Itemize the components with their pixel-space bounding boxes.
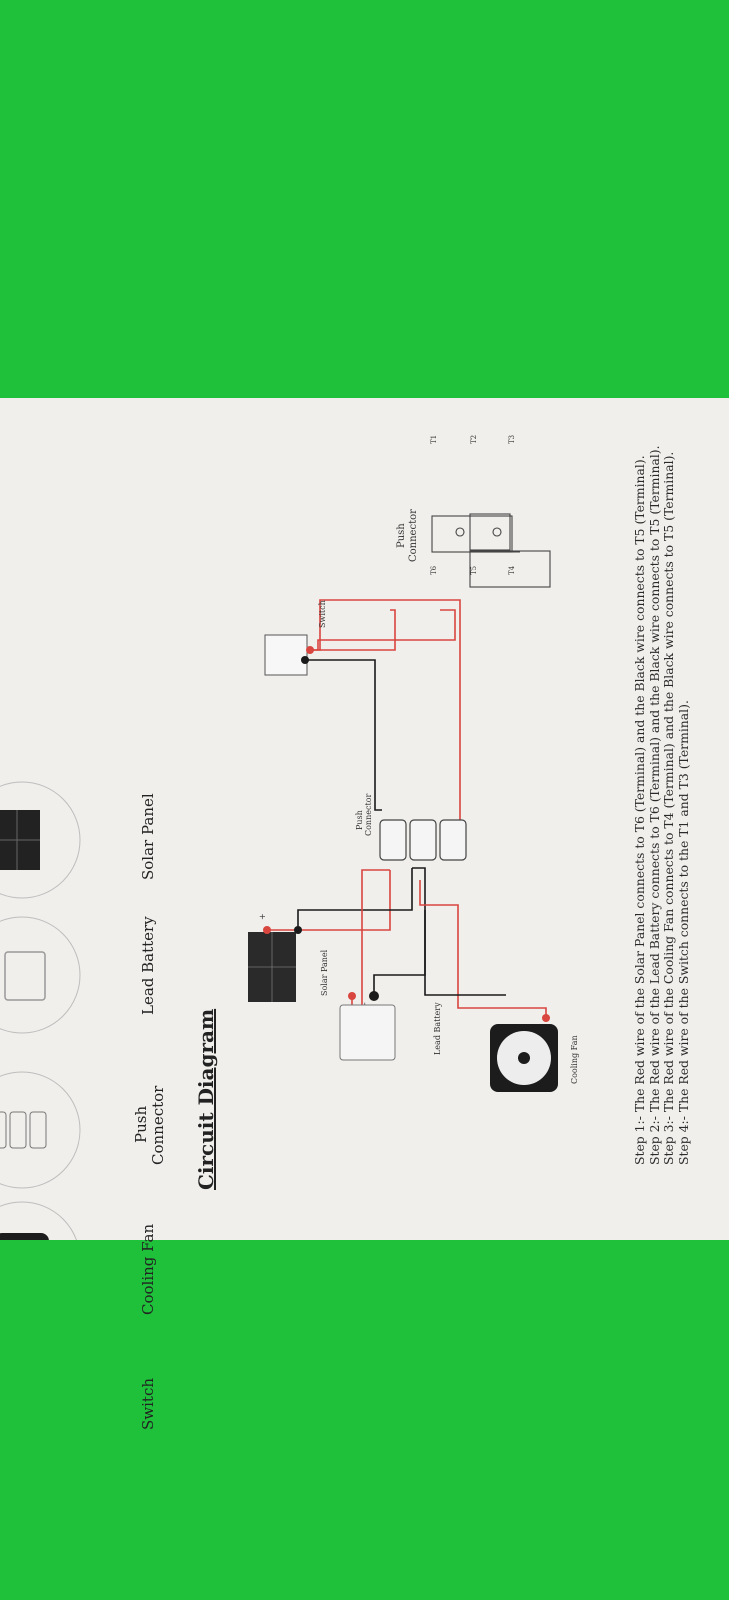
diagram-minus-label: - [360,1002,369,1005]
terminal-t3-label: T3 [508,434,516,444]
diagram-push-connector-line2: Connector [364,793,373,836]
terminal-t2-label: T2 [470,434,478,444]
push-connector-icon [379,819,467,861]
cooling-fan-icon [490,1014,558,1092]
cooling-fan-circle [0,1201,81,1240]
diagram-push-connector-line1: Push [355,810,364,830]
step-1: Step 1:- The Red wire of the Solar Panel… [632,455,647,1165]
step-2: Step 2:- The Red wire of the Lead Batter… [646,445,662,1165]
push-connector-label-line2: Connector [149,1085,167,1165]
solar-panel-icon [248,926,302,1002]
cooling-fan-thumb-icon [0,1233,49,1240]
lead-battery-circle [0,916,81,1034]
terminal-t1-label: T1 [430,434,438,444]
diagram-solar-panel-label: Solar Panel [320,949,329,996]
wiring-steps: Step 1:- The Red wire of the Solar Panel… [632,445,691,1165]
detail-push-connector-line1: Push [396,523,407,548]
diagram-lead-battery-label: Lead Battery [433,1002,442,1055]
switch-label: Switch [139,1377,157,1430]
diagram-plus-label: + [258,913,267,920]
solar-panel-thumb-icon [0,810,40,870]
push-connector-detail-icon [431,513,551,588]
lead-battery-icon [339,991,396,1061]
terminal-t5-label: T5 [470,565,478,575]
detail-push-connector-line2: Connector [408,509,419,562]
diagram-title: Circuit Diagram [194,1008,218,1190]
lead-battery-label: Lead Battery [139,916,157,1015]
step-4: Step 4:- The Red wire of the Switch conn… [675,700,691,1165]
lead-battery-thumb-icon [4,951,46,1001]
instruction-sheet [0,398,729,1240]
push-connector-thumb-icon [0,1111,47,1149]
push-connector-label-line1: Push [132,1105,150,1143]
switch-icon [264,634,314,676]
diagram-cooling-fan-label: Cooling Fan [570,1035,579,1084]
cooling-fan-label: Cooling Fan [139,1223,157,1315]
diagram-switch-label: Switch [318,600,327,628]
terminal-t6-label: T6 [430,565,438,575]
solar-panel-label: Solar Panel [139,793,157,880]
solar-panel-circle [0,781,81,899]
circuit-diagram-graphics [0,513,558,1240]
sheet-content: Solar Panel Lead Battery Push Connector … [0,398,729,1430]
push-connector-circle [0,1071,81,1189]
step-3: Step 3:- The Red wire of the Cooling Fan… [661,451,677,1165]
terminal-t4-label: T4 [508,565,516,575]
